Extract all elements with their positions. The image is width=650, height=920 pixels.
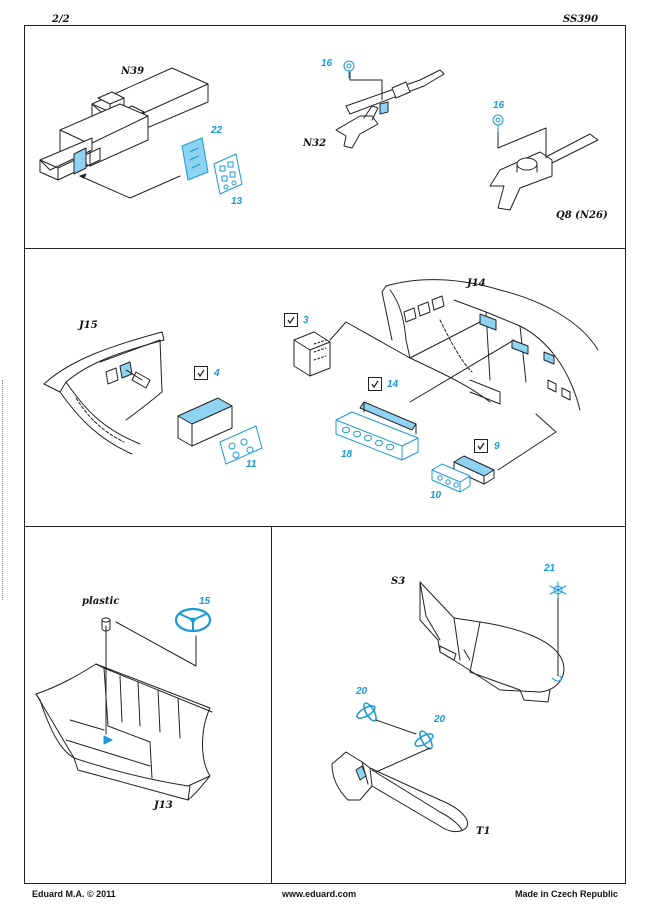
part-number-10: 10 [430,490,442,501]
etch-10-drawing [431,463,471,493]
q8-gun-drawing [489,114,599,211]
margin-mark [2,380,3,600]
instruction-frame [24,25,626,884]
j15-fuselage-drawing [43,331,165,455]
part-label-j14: J14 [467,278,486,289]
part-label-s3: S3 [391,576,406,587]
part-number-20b: 20 [434,714,446,725]
checkbox-14[interactable] [368,377,382,391]
j14-fuselage-drawing [381,279,599,411]
etch-11-drawing [219,425,263,465]
part-label-q8: Q8 (N26) [556,210,608,221]
checkbox-9[interactable] [474,439,488,453]
etch-13-drawing [213,153,243,195]
part-label-n39: N39 [121,66,145,77]
part-number-20a: 20 [356,686,368,697]
part-number-4: 4 [214,368,220,379]
part-number-18: 18 [341,449,353,460]
n32-gun-drawing [335,60,445,149]
part-label-j13: J13 [154,800,173,811]
wheel-15-drawing [174,607,212,633]
etch-22-drawing [181,137,209,181]
kit-code: SS390 [563,14,599,25]
check-icon [197,369,205,378]
part-number-16a: 16 [321,58,333,69]
check-icon [477,442,485,451]
part-number-3: 3 [303,315,309,326]
etch-9-drawing [453,413,557,485]
part-label-j15: J15 [79,320,98,331]
checkbox-4[interactable] [194,366,208,380]
part-number-11: 11 [246,459,257,470]
t1-torpedo-drawing [331,751,468,833]
etch-18-drawing [335,411,419,461]
part-number-22: 22 [211,125,223,136]
part-label-n32: N32 [303,138,327,149]
part-number-13: 13 [231,196,243,207]
check-icon [371,380,379,389]
checkbox-3[interactable] [284,313,298,327]
j13-bay-drawing [35,617,213,801]
footer-origin: Made in Czech Republic [515,889,619,899]
snowflake-21-drawing [549,581,567,599]
etch-14-drawing [359,339,515,435]
page-number: 2/2 [52,14,70,25]
part-number-14: 14 [387,379,399,390]
part-number-16b: 16 [493,100,505,111]
divider-bottom [271,526,272,884]
part-label-t1: T1 [476,826,491,837]
n39-drawing [39,67,209,199]
propeller-20-drawing [356,702,434,773]
part-number-21: 21 [544,563,556,574]
part-label-plastic: plastic [82,596,120,607]
part-number-15: 15 [199,596,211,607]
s3-bomb-drawing [419,581,565,703]
check-icon [287,316,295,325]
etch-4-drawing [125,369,233,447]
footer-website[interactable]: www.eduard.com [282,889,357,899]
divider-middle [24,526,626,527]
etch-3-drawing [293,321,481,377]
divider-top [24,248,626,249]
part-number-9: 9 [494,441,500,452]
footer-copyright: Eduard M.A. © 2011 [32,889,116,899]
